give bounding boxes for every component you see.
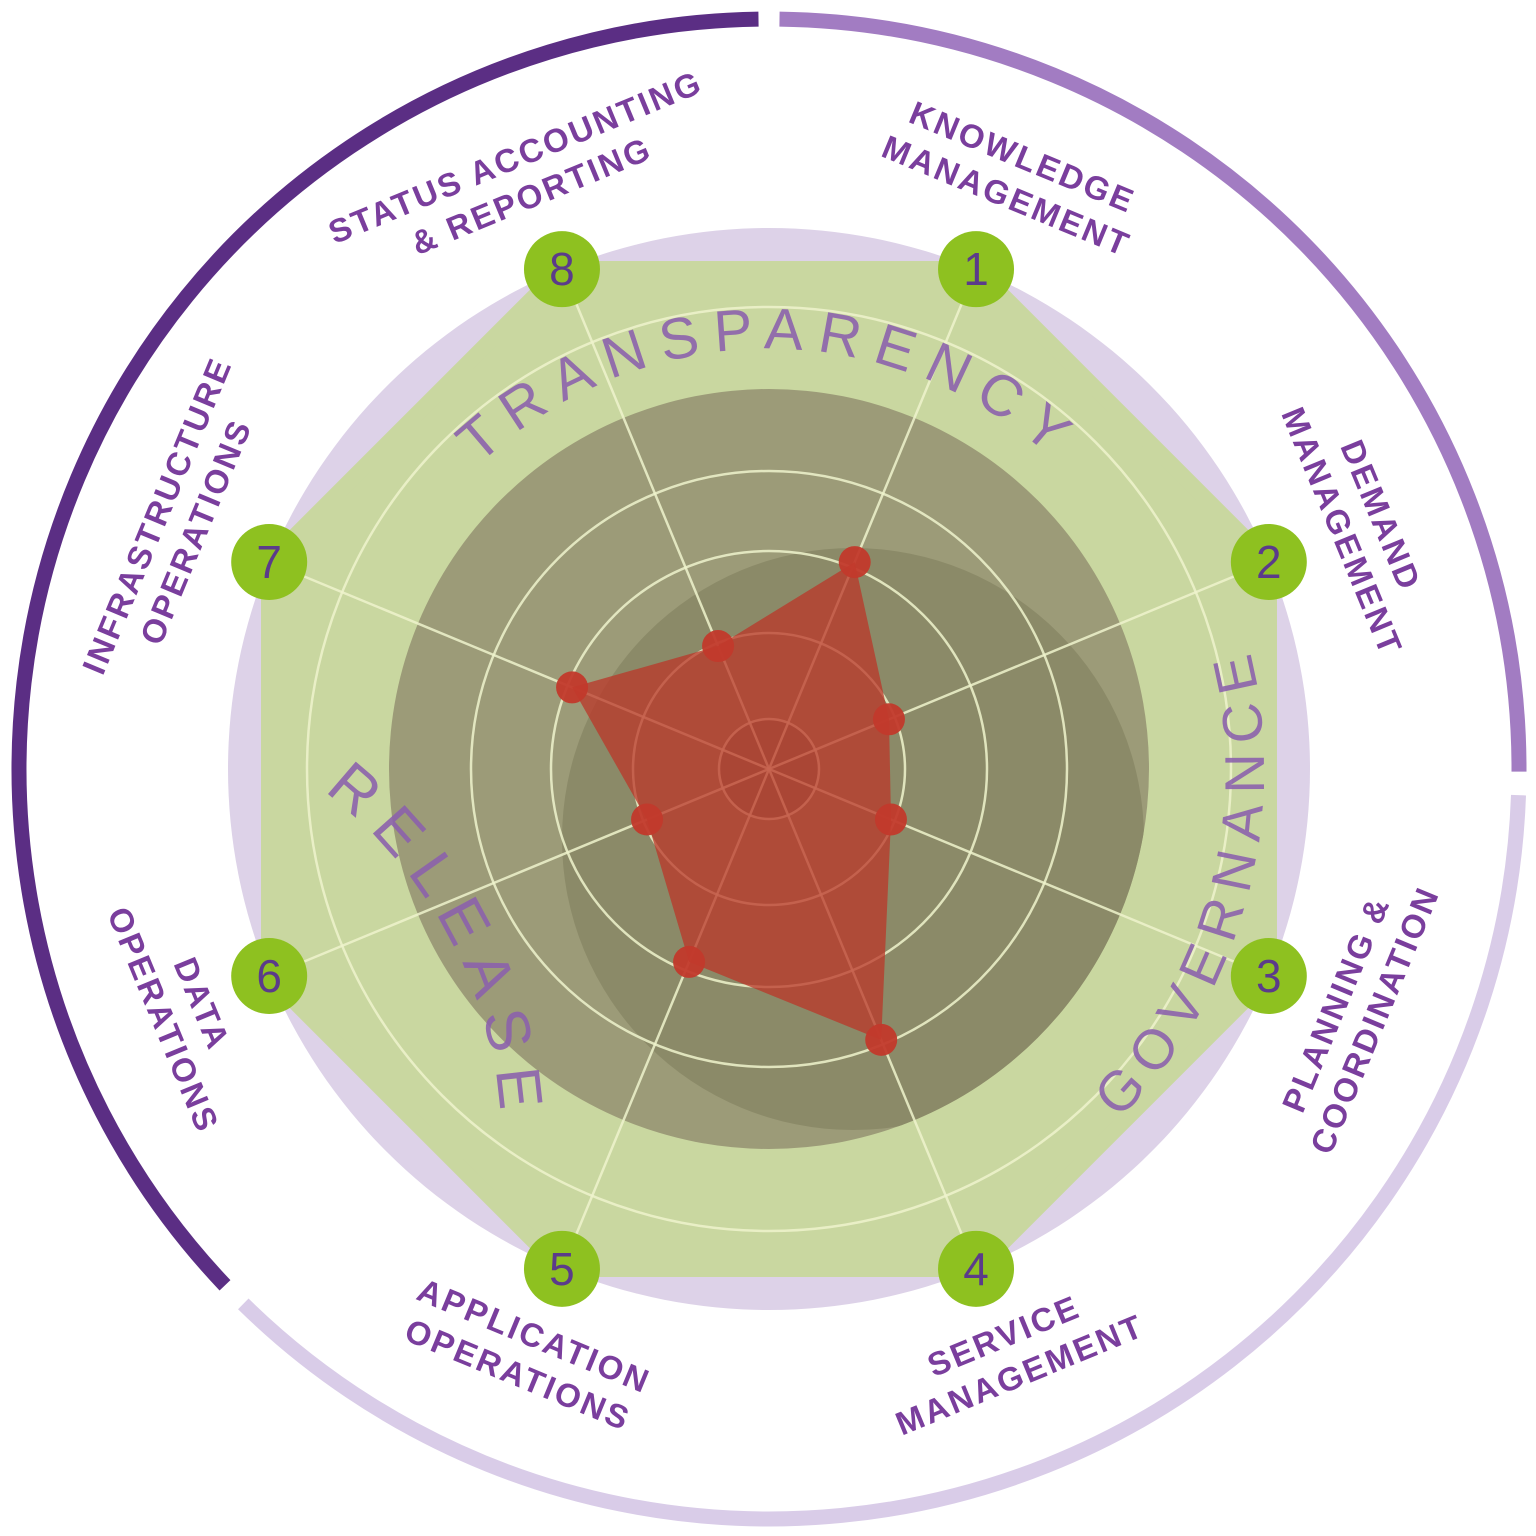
data-point: [556, 671, 589, 704]
node-number: 1: [963, 243, 989, 295]
data-points: [556, 546, 907, 1056]
node-circle: [1230, 523, 1307, 600]
node-circle: [523, 231, 600, 308]
node-number: 5: [549, 1243, 575, 1295]
node-number: 3: [1256, 950, 1282, 1002]
node-circle: [938, 231, 1015, 308]
node-circle: [231, 523, 308, 600]
node-number: 2: [1256, 536, 1282, 588]
data-point: [838, 546, 871, 579]
grid-ring: [469, 469, 1069, 1069]
node-number: 4: [963, 1243, 989, 1295]
node-badges: 1 2 3 4 5 6 7 8: [231, 231, 1307, 1307]
node-number: 6: [256, 950, 282, 1002]
outer-arc-medium-purple: [779, 11, 1527, 772]
node-number: 7: [256, 536, 282, 588]
node-circle: [938, 1230, 1015, 1307]
data-point: [874, 803, 907, 836]
node-circle: [523, 1230, 600, 1307]
data-point: [865, 1023, 898, 1056]
data-polygon: [572, 562, 891, 1040]
node-circle: [231, 938, 308, 1015]
outer-arc-light-purple: [238, 794, 1526, 1527]
data-point: [673, 945, 706, 978]
grid-ring: [305, 305, 1233, 1233]
node-circle: [1230, 938, 1307, 1015]
data-point: [631, 803, 664, 836]
data-point: [872, 703, 905, 736]
node-number: 8: [549, 243, 575, 295]
data-point: [702, 630, 735, 663]
outer-arc-dark-purple: [11, 11, 759, 1291]
